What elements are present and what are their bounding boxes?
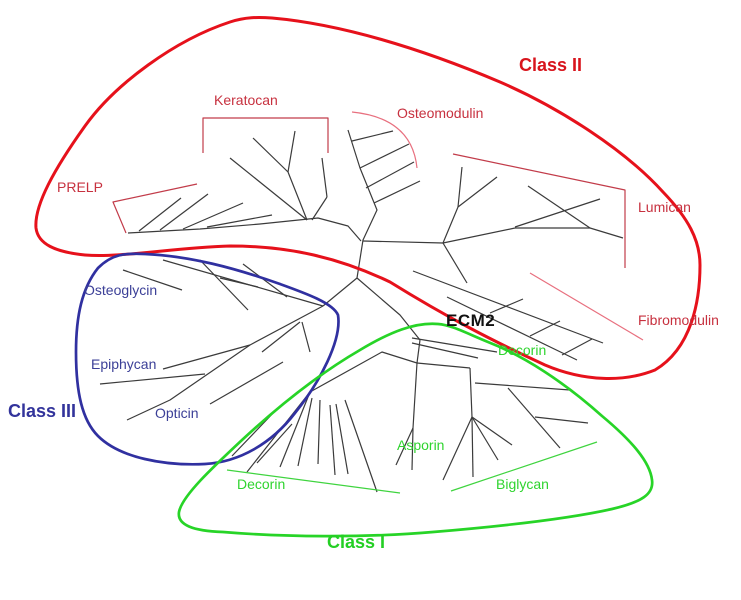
tree-branch	[416, 362, 471, 369]
tree-branch	[365, 161, 415, 189]
tree-branch	[335, 403, 349, 475]
class1-outline	[177, 322, 654, 538]
label-ecm2: ECM2	[446, 311, 496, 330]
tree-branch	[297, 397, 313, 467]
label-class-ii: Class II	[519, 55, 583, 75]
label-prelp: PRELP	[57, 179, 103, 195]
label-lumican: Lumican	[638, 199, 691, 215]
tree-branch	[279, 391, 311, 468]
tree-branch	[411, 427, 414, 471]
decorin-line	[226, 469, 401, 494]
tree-branch	[489, 298, 524, 314]
label-osteomodulin: Osteomodulin	[397, 105, 484, 121]
tree-branch	[442, 206, 459, 244]
tree-branch	[126, 305, 324, 421]
tree-branch	[356, 277, 421, 341]
tree-branch	[534, 416, 589, 424]
biglycan-line	[450, 441, 598, 492]
tree-branch	[442, 242, 468, 284]
tree-branch	[411, 342, 479, 359]
tree-branch	[471, 416, 474, 478]
tree-branch	[127, 217, 362, 242]
tree-branch	[99, 373, 206, 385]
tree-branch	[199, 259, 249, 311]
label-opticin: Opticin	[155, 405, 199, 421]
tree-branch	[301, 321, 311, 353]
tree-branch	[529, 320, 561, 337]
label-fibromodulin: Fibromodulin	[638, 312, 719, 328]
tree-branch	[561, 338, 593, 356]
label-keratocan: Keratocan	[214, 92, 278, 108]
label-epiphycan: Epiphycan	[91, 356, 157, 372]
tree-branch	[395, 427, 414, 466]
tree-branch	[206, 214, 273, 228]
tree-branch	[359, 143, 410, 169]
tree-branch	[416, 339, 421, 364]
tree-branch	[287, 130, 296, 173]
tree-branch	[122, 269, 183, 291]
tree-branch	[442, 227, 516, 244]
label-decorin-upper: Decorin	[498, 342, 547, 358]
keratocan-bracket	[202, 117, 329, 153]
tree-branch	[309, 351, 418, 393]
prelp-bracket	[112, 183, 198, 234]
fibromodulin-line	[529, 272, 644, 341]
class2-outline	[34, 16, 702, 380]
tree-branch	[287, 171, 308, 221]
tree-branch	[219, 277, 259, 288]
tree-branch	[256, 423, 293, 464]
label-biglycan: Biglycan	[496, 476, 549, 492]
label-class-iii: Class III	[8, 401, 77, 421]
tree-branch	[507, 387, 561, 449]
tree-branch	[329, 404, 336, 476]
tree-branch	[412, 270, 604, 344]
tree-branch	[457, 166, 463, 208]
label-osteoglycin: Osteoglycin	[84, 282, 158, 298]
tree-branch	[347, 129, 378, 279]
tree-branch	[471, 416, 499, 461]
tree-branch	[351, 130, 394, 142]
tree-branch	[209, 361, 284, 405]
label-asporin: Asporin	[397, 437, 445, 453]
osteomodulin-arc	[351, 111, 418, 169]
tree-branch	[182, 202, 244, 230]
tree-branch	[252, 137, 289, 173]
tree-branch	[471, 416, 513, 446]
label-decorin-class1: Decorin	[237, 476, 286, 492]
tree-branch	[474, 382, 571, 391]
class3-outline	[74, 252, 340, 466]
tree-branch	[321, 157, 328, 198]
tree-branch	[515, 227, 624, 239]
tree-branch	[317, 399, 321, 465]
tree-branch	[362, 240, 444, 244]
lumican-bracket	[452, 153, 626, 268]
label-class-i: Class I	[327, 532, 386, 552]
tree-branch	[159, 193, 209, 231]
tree-branch	[311, 196, 328, 221]
tree-branch	[138, 197, 182, 232]
tree-branch	[527, 185, 591, 229]
tree-branch	[514, 198, 601, 228]
tree-branch	[457, 176, 498, 208]
tree-branch	[412, 362, 418, 429]
tree-branch	[229, 157, 308, 221]
tree-branch	[411, 337, 498, 353]
tree-branch	[446, 296, 578, 361]
tree-branch	[242, 263, 288, 298]
tree-branch	[469, 367, 473, 418]
tree-branch	[373, 180, 421, 204]
tree-branch	[322, 277, 358, 307]
tree-branch	[162, 344, 251, 370]
tree-branch	[344, 399, 378, 493]
tree-branch	[442, 416, 473, 481]
tree-branch	[261, 321, 301, 353]
